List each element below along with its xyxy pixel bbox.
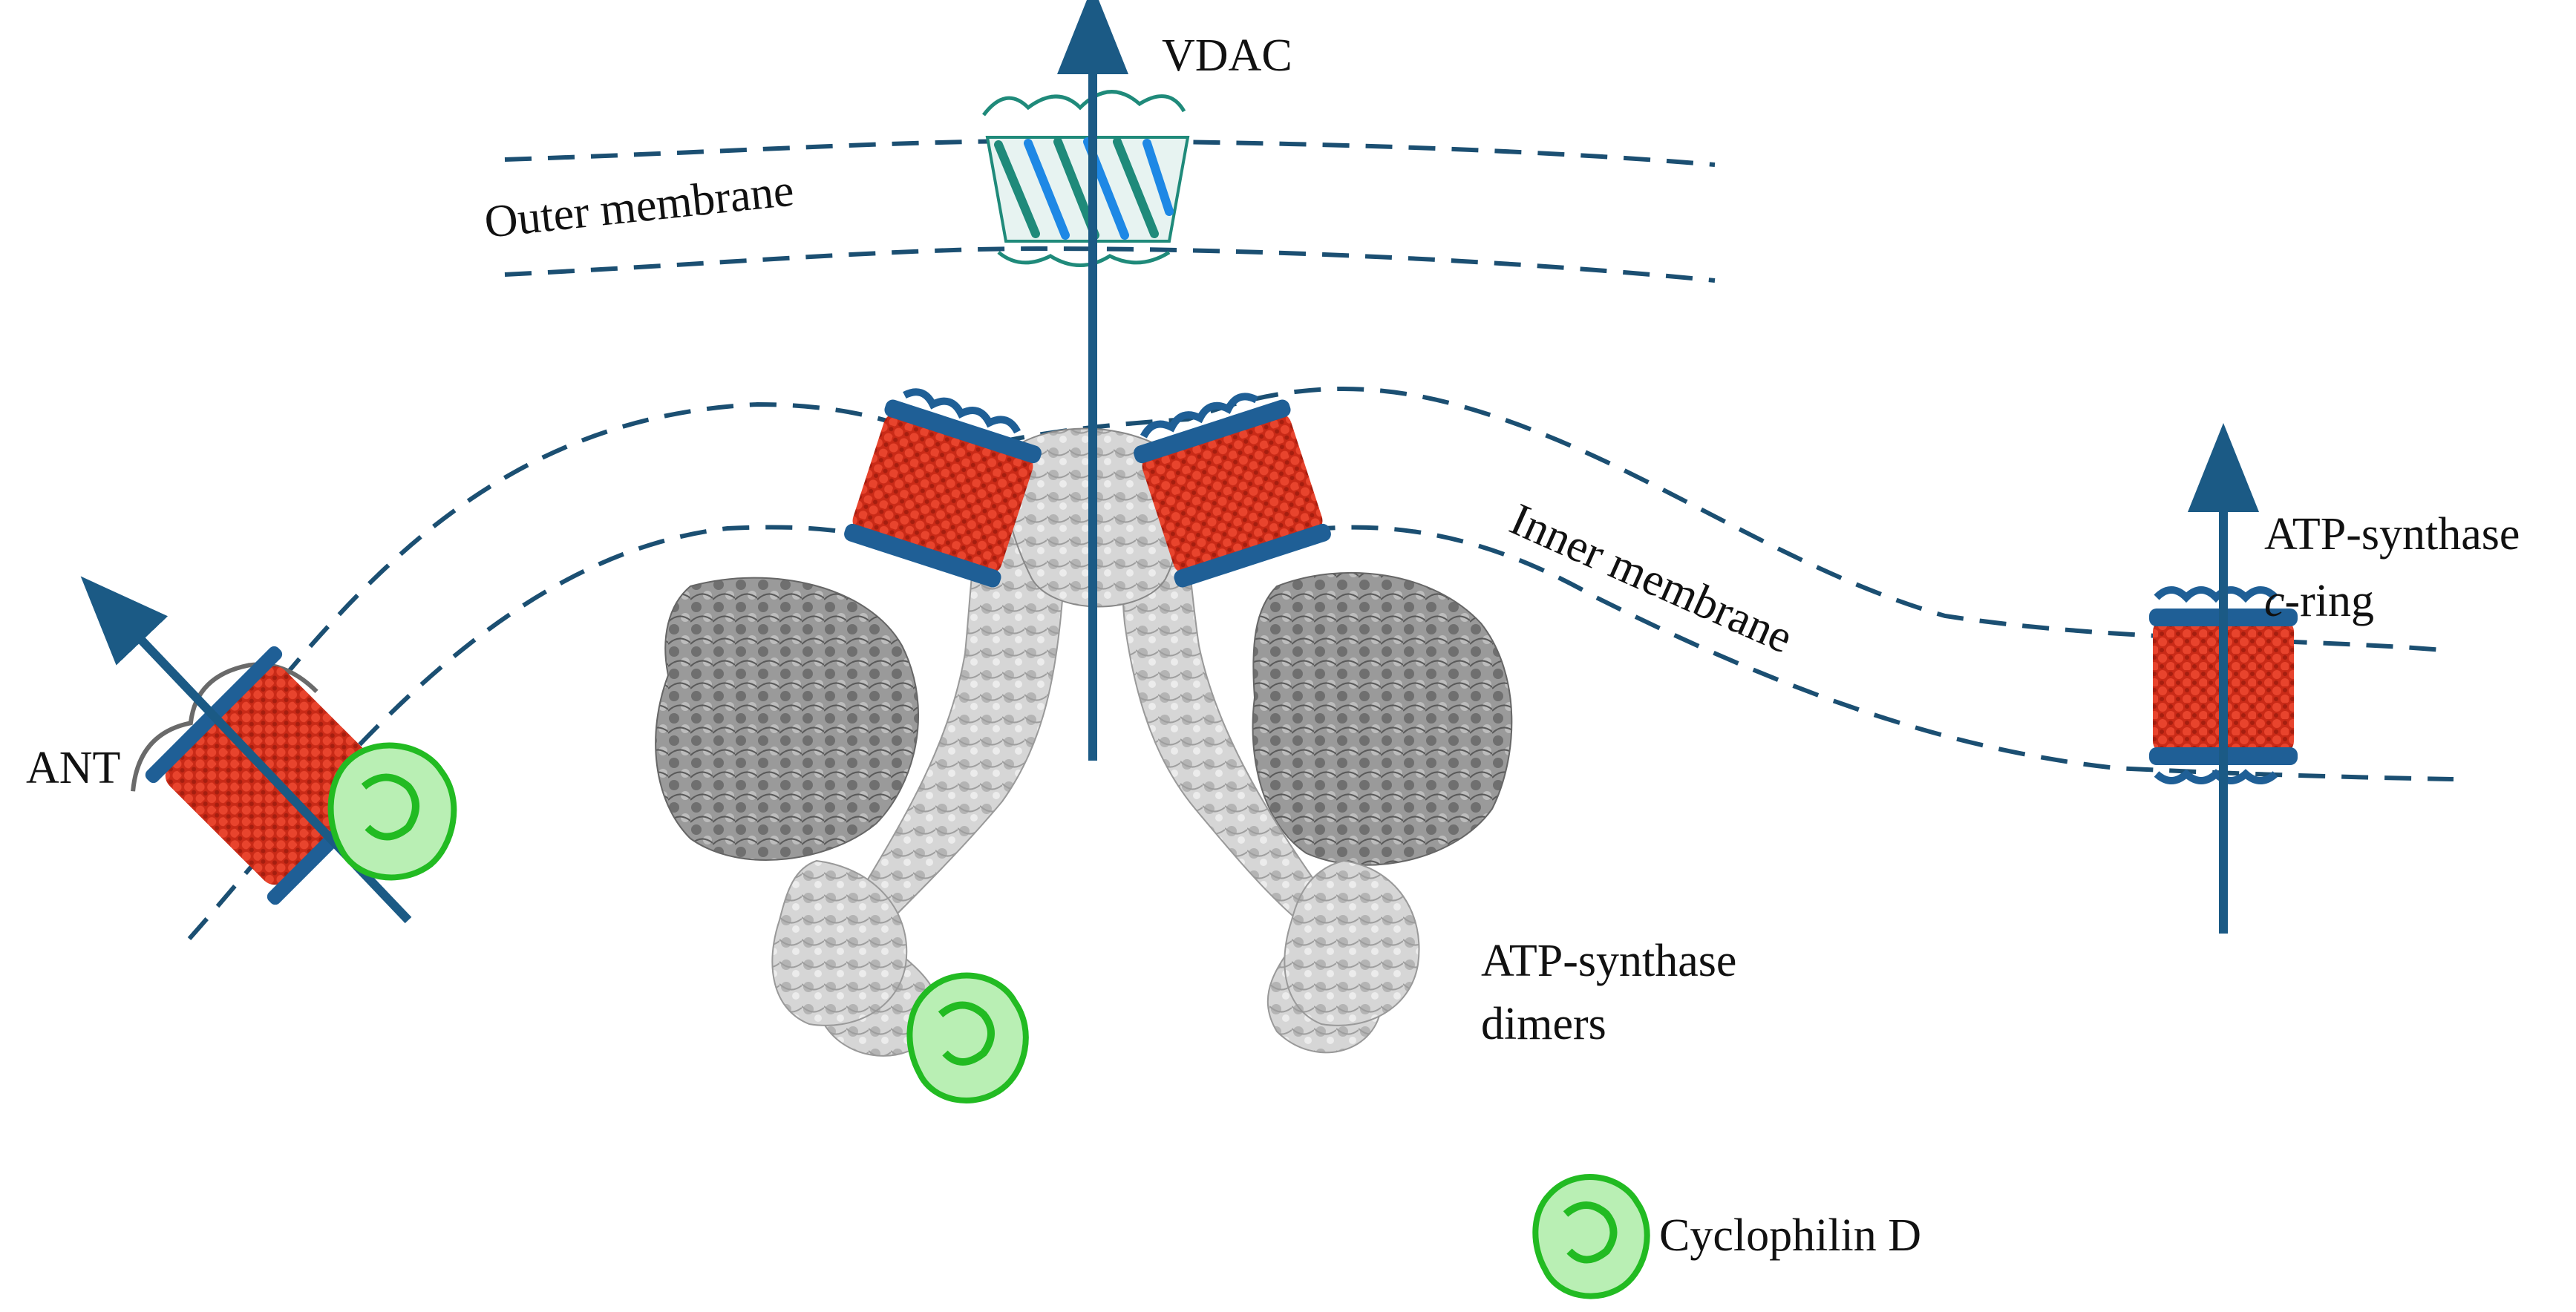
cyclophilin-icon xyxy=(327,742,457,881)
legend-cyclophilin-label: Cyclophilin D xyxy=(1659,1210,1921,1261)
ant-label: ANT xyxy=(26,743,120,793)
beta-barrel-icon xyxy=(982,90,1190,267)
dimer-right-f1-head xyxy=(1252,571,1513,866)
dimer-c-ring-left xyxy=(844,388,1042,588)
outer-membrane-bottom-leaflet xyxy=(504,246,1716,283)
inner-membrane-label: Inner membrane xyxy=(1503,494,1799,663)
atp-ring-label-line1: ATP-synthase xyxy=(2264,509,2520,560)
outer-membrane-label: Outer membrane xyxy=(482,165,796,248)
dimer-left-outer-blob xyxy=(771,859,908,1026)
atp-ring-label-line2: c-ring xyxy=(2264,576,2374,626)
atp-ring-label-rest: -ring xyxy=(2285,576,2375,626)
inner-membrane xyxy=(187,386,2454,940)
atp-synthase-dimer-icon xyxy=(655,427,1513,1057)
cyclophilin-icon xyxy=(906,972,1029,1104)
atp-dimers-label-line2: dimers xyxy=(1481,999,1606,1049)
dimer-c-ring-right xyxy=(1134,393,1331,588)
dimer-right-outer-blob xyxy=(1284,859,1420,1026)
atp-dimers-label-line1: ATP-synthase xyxy=(1481,936,1736,986)
dimer-left-f1-head xyxy=(655,577,920,861)
atp-ring-label-c: c xyxy=(2264,576,2285,626)
inner-membrane-top-leaflet xyxy=(280,386,2443,680)
inner-membrane-bottom-leaflet xyxy=(187,525,2454,940)
vdac-label: VDAC xyxy=(1162,30,1292,81)
cyclophilin-legend-icon xyxy=(1532,1174,1650,1299)
